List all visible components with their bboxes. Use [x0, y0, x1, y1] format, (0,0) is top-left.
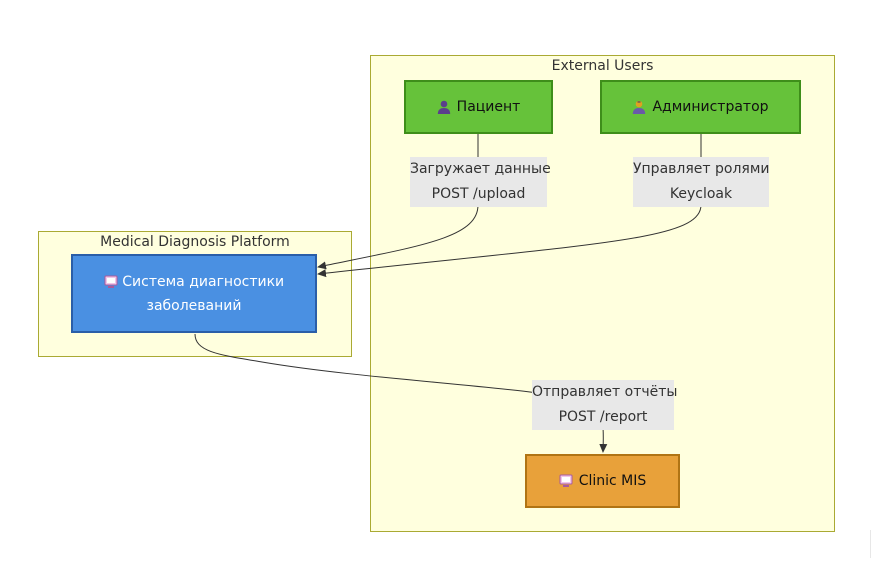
edge-label-upload-line2: POST /upload: [431, 186, 526, 202]
edge-label-report-line2: POST /report: [558, 409, 648, 425]
system-node[interactable]: Система диагностики заболеваний: [71, 254, 317, 333]
patient-node[interactable]: Пациент: [404, 80, 553, 134]
external-users-title: External Users: [551, 58, 654, 74]
admin-user-icon: [633, 100, 646, 114]
patient-label: Пациент: [456, 99, 521, 115]
admin-node[interactable]: Администратор: [600, 80, 801, 134]
mis-node[interactable]: Clinic MIS: [525, 454, 680, 508]
mis-label: Clinic MIS: [578, 473, 647, 489]
user-icon: [437, 100, 450, 114]
edge-label-report: Отправляет отчёты POST /report: [532, 380, 678, 430]
edge-label-roles: Управляет ролями Keycloak: [633, 157, 769, 207]
system-icon: [559, 474, 573, 487]
system-label-line2: заболеваний: [146, 297, 242, 314]
edge-label-upload: Загружает данные POST /upload: [410, 157, 551, 207]
platform-title: Medical Diagnosis Platform: [100, 234, 290, 250]
edge-label-roles-line1: Управляет ролями: [633, 161, 770, 177]
system-label-line1: Система диагностики: [122, 273, 285, 290]
edge-label-roles-line2: Keycloak: [669, 186, 733, 202]
edge-label-report-line1: Отправляет отчёты: [532, 384, 678, 400]
edge-roles: [317, 134, 702, 278]
edge-upload: [317, 134, 479, 270]
system-icon: [104, 275, 118, 288]
edge-label-upload-line1: Загружает данные: [410, 161, 551, 177]
admin-label: Администратор: [652, 99, 769, 115]
